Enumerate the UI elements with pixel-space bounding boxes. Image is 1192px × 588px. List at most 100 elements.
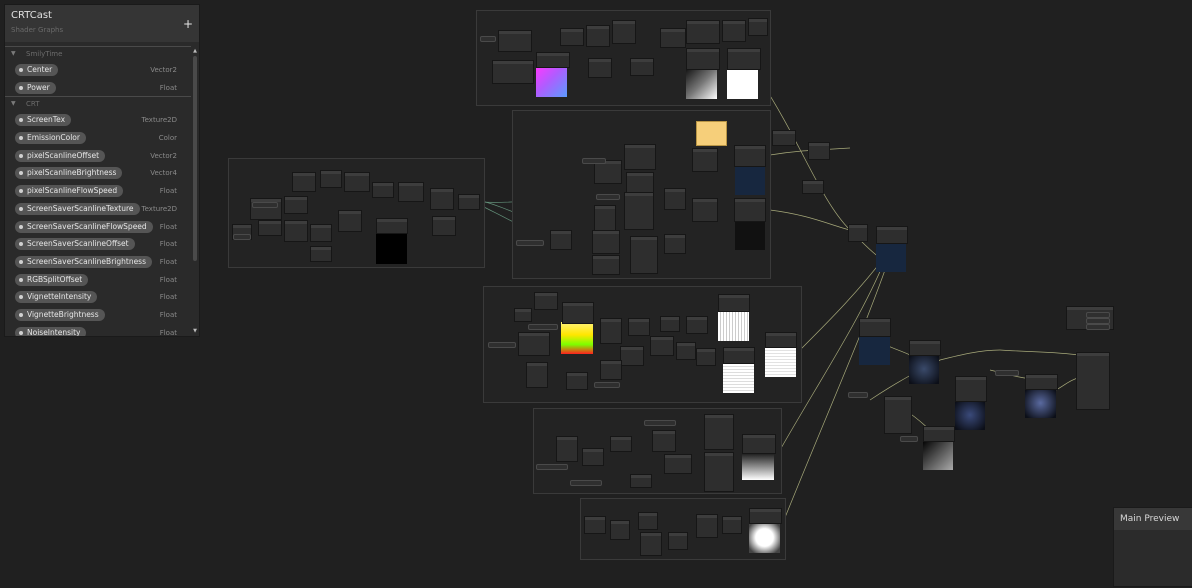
property-pill[interactable]: ScreenSaverScanlineFlowSpeed <box>15 220 153 233</box>
graph-node[interactable] <box>802 180 824 194</box>
graph-node[interactable] <box>344 172 370 192</box>
scroll-up-icon[interactable]: ▲ <box>193 48 197 54</box>
property-node[interactable] <box>233 234 251 240</box>
graph-node[interactable] <box>258 220 282 236</box>
graph-node[interactable] <box>526 362 548 388</box>
graph-node[interactable] <box>610 436 632 452</box>
graph-node[interactable] <box>722 20 746 42</box>
property-pill[interactable]: pixelScanlineFlowSpeed <box>15 185 124 198</box>
property-node[interactable] <box>900 436 918 442</box>
graph-node[interactable] <box>686 48 720 70</box>
graph-node[interactable] <box>749 508 782 524</box>
graph-node[interactable] <box>884 396 912 434</box>
graph-node[interactable] <box>772 130 796 146</box>
graph-node[interactable] <box>640 532 662 556</box>
graph-node[interactable] <box>320 170 342 188</box>
graph-node[interactable] <box>600 318 622 344</box>
graph-node[interactable] <box>594 160 622 184</box>
property-pill[interactable]: ScreenSaverScanlineTexture <box>15 202 140 215</box>
property-node[interactable] <box>596 194 620 200</box>
scroll-down-icon[interactable]: ▼ <box>193 328 197 334</box>
graph-node[interactable] <box>686 20 720 44</box>
graph-node[interactable] <box>660 28 686 48</box>
graph-node[interactable] <box>600 360 622 380</box>
graph-node[interactable] <box>432 216 456 236</box>
graph-node[interactable] <box>692 198 718 222</box>
property-node[interactable] <box>995 370 1019 376</box>
property-node[interactable] <box>848 392 868 398</box>
property-node[interactable] <box>1086 318 1110 324</box>
property-pill[interactable]: VignetteBrightness <box>15 308 105 321</box>
graph-node[interactable] <box>664 454 692 474</box>
property-pill[interactable]: EmissionColor <box>15 132 86 145</box>
graph-node[interactable] <box>859 318 891 337</box>
graph-node[interactable] <box>923 426 955 442</box>
graph-node[interactable] <box>458 194 480 210</box>
graph-node[interactable] <box>284 196 308 214</box>
graph-node[interactable] <box>560 28 584 46</box>
graph-node[interactable] <box>536 52 570 68</box>
property-node[interactable] <box>1086 312 1110 318</box>
graph-node[interactable] <box>734 198 766 222</box>
property-pill[interactable]: pixelScanlineOffset <box>15 149 106 162</box>
graph-node[interactable] <box>722 516 742 534</box>
graph-node[interactable] <box>765 332 797 348</box>
graph-node[interactable] <box>492 60 534 84</box>
main-preview-panel[interactable]: Main Preview <box>1113 507 1192 587</box>
graph-node[interactable] <box>624 192 654 230</box>
property-node[interactable] <box>594 382 620 388</box>
graph-node[interactable] <box>696 514 718 538</box>
graph-node[interactable] <box>584 516 606 534</box>
graph-node[interactable] <box>588 58 612 78</box>
graph-node[interactable] <box>592 255 620 275</box>
graph-node[interactable] <box>734 145 766 167</box>
master-stack-node[interactable] <box>1076 352 1110 410</box>
graph-node[interactable] <box>876 226 908 244</box>
graph-node[interactable] <box>630 236 658 274</box>
graph-node[interactable] <box>718 294 750 312</box>
scrollbar-thumb[interactable] <box>193 56 197 261</box>
graph-node[interactable] <box>518 332 550 356</box>
property-node[interactable] <box>582 158 606 164</box>
graph-node[interactable] <box>650 336 674 356</box>
blackboard-scrollbar[interactable]: ▲ ▼ <box>192 48 198 334</box>
graph-node[interactable] <box>628 318 650 336</box>
graph-node[interactable] <box>704 414 734 450</box>
graph-node[interactable] <box>612 20 636 44</box>
property-pill[interactable]: ScreenTex <box>15 114 72 127</box>
property-node[interactable] <box>570 480 602 486</box>
graph-node[interactable] <box>664 234 686 254</box>
graph-node[interactable] <box>808 142 830 160</box>
property-pill[interactable]: VignetteIntensity <box>15 291 98 304</box>
graph-node[interactable] <box>556 436 578 462</box>
graph-node[interactable] <box>292 172 316 192</box>
property-node[interactable] <box>536 464 568 470</box>
graph-node[interactable] <box>704 452 734 492</box>
graph-node[interactable] <box>630 58 654 76</box>
category-header[interactable]: ▼SmilyTime <box>5 46 191 61</box>
graph-node[interactable] <box>562 302 594 324</box>
expand-triangle-icon[interactable]: ▼ <box>11 50 16 57</box>
graph-node[interactable] <box>620 346 644 366</box>
graph-node[interactable] <box>398 182 424 202</box>
graph-node[interactable] <box>624 144 656 170</box>
property-pill[interactable]: pixelScanlineBrightness <box>15 167 123 180</box>
property-node[interactable] <box>644 420 676 426</box>
property-pill[interactable]: Center <box>15 64 59 76</box>
graph-node[interactable] <box>668 532 688 550</box>
graph-node[interactable] <box>652 430 676 452</box>
graph-node[interactable] <box>638 512 658 530</box>
graph-node[interactable] <box>534 292 558 310</box>
